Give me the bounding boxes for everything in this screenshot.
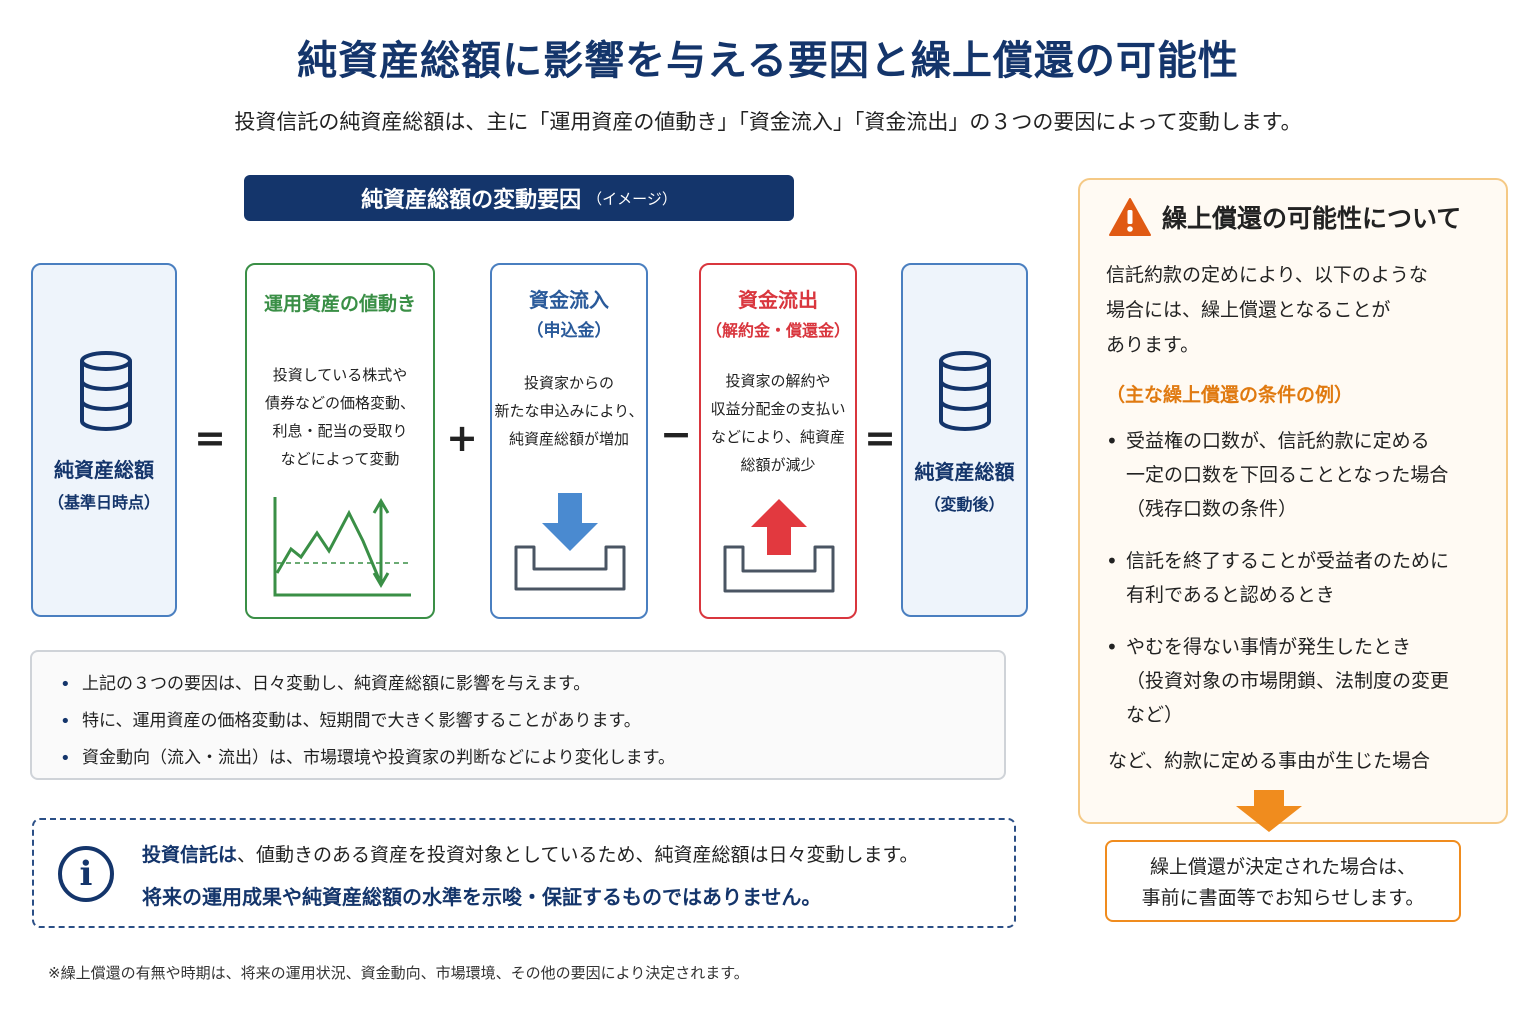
plus-operator: + bbox=[446, 416, 478, 460]
conditions-list: 受益権の口数が、信託約款に定める 一定の口数を下回ることとなった場合 （残存口数… bbox=[1106, 424, 1496, 750]
card-price-line: 利息・配当の受取り bbox=[272, 422, 408, 440]
card-after-title: 純資産総額 bbox=[914, 460, 1015, 484]
minus-operator: − bbox=[660, 412, 692, 456]
card-price-line: などによって変動 bbox=[280, 450, 400, 468]
up-arrow-tray-icon bbox=[723, 499, 835, 593]
condition-item: やむを得ない事情が発生したとき （投資対象の市場閉鎖、法制度の変更 など） bbox=[1106, 630, 1496, 732]
equals-operator: = bbox=[864, 416, 896, 460]
early-redemption-intro: 信託約款の定めにより、以下のような 場合には、繰上償還となることが あります。 bbox=[1106, 258, 1486, 363]
card-base-sub: （基準日時点） bbox=[47, 493, 160, 512]
card-price-line: 投資している株式や bbox=[272, 366, 408, 384]
condition-line: など） bbox=[1126, 704, 1184, 726]
condition-line: 一定の口数を下回ることとなった場合 bbox=[1126, 464, 1449, 486]
card-after-nav: 純資産総額 （変動後） bbox=[901, 263, 1028, 617]
section-title: 純資産総額の変動要因 bbox=[361, 188, 582, 213]
card-inflow-sub: （申込金） bbox=[526, 321, 612, 341]
card-outflow-sub: （解約金・償還金） bbox=[705, 321, 850, 340]
conditions-tail: など、約款に定める事由が生じた場合 bbox=[1108, 750, 1431, 772]
card-outflow-line: 総額が減少 bbox=[740, 456, 816, 474]
database-icon bbox=[80, 351, 132, 431]
card-outflow-title: 資金流出 bbox=[738, 288, 818, 312]
card-price-text: 投資している株式や 債券などの価格変動、 利息・配当の受取り などによって変動 bbox=[247, 361, 433, 473]
card-outflow: 資金流出 （解約金・償還金） 投資家の解約や 収益分配金の支払い などにより、純… bbox=[699, 263, 857, 619]
intro-line: 信託約款の定めにより、以下のような bbox=[1106, 264, 1428, 286]
early-redemption-result: 繰上償還が決定された場合は、 事前に書面等でお知らせします。 bbox=[1105, 840, 1461, 922]
down-arrow-icon bbox=[1236, 790, 1302, 832]
database-icon bbox=[939, 351, 991, 431]
condition-item: 信託を終了することが受益者のために 有利であると認めるとき bbox=[1106, 544, 1496, 612]
down-arrow-tray-icon bbox=[514, 493, 626, 591]
card-price-movement: 運用資産の値動き 投資している株式や 債券などの価格変動、 利息・配当の受取り … bbox=[245, 263, 435, 619]
note-item: 上記の３つの要因は、日々変動し、純資産総額に影響を与えます。 bbox=[60, 666, 1004, 703]
card-outflow-line: 収益分配金の支払い bbox=[710, 400, 846, 418]
condition-line: 信託を終了することが受益者のために bbox=[1126, 550, 1450, 572]
condition-line: やむを得ない事情が発生したとき bbox=[1126, 636, 1412, 658]
section-banner: 純資産総額の変動要因 （イメージ） bbox=[244, 175, 794, 221]
note-item: 資金動向（流入・流出）は、市場環境や投資家の判断などにより変化します。 bbox=[60, 740, 1004, 777]
card-inflow-line: 投資家からの bbox=[523, 374, 614, 392]
note-item: 特に、運用資産の価格変動は、短期間で大きく影響することがあります。 bbox=[60, 703, 1004, 740]
page-subtitle: 投資信託の純資産総額は、主に「運用資産の値動き」「資金流入」「資金流出」の３つの… bbox=[234, 110, 1302, 134]
intro-line: あります。 bbox=[1106, 334, 1200, 356]
condition-line: 受益権の口数が、信託約款に定める bbox=[1126, 430, 1430, 452]
info-line2: 将来の運用成果や純資産総額の水準を示唆・保証するものではありません。 bbox=[142, 885, 822, 909]
equals-operator: = bbox=[194, 416, 226, 460]
card-base-title: 純資産総額 bbox=[54, 458, 154, 482]
early-redemption-title: 繰上償還の可能性について bbox=[1162, 204, 1462, 233]
section-note: （イメージ） bbox=[587, 189, 677, 208]
info-box bbox=[32, 818, 1016, 928]
card-inflow-title: 資金流入 bbox=[529, 288, 609, 312]
condition-item: 受益権の口数が、信託約款に定める 一定の口数を下回ることとなった場合 （残存口数… bbox=[1106, 424, 1496, 526]
result-line: 繰上償還が決定された場合は、 bbox=[1149, 856, 1416, 878]
conditions-title: （主な繰上償還の条件の例） bbox=[1106, 384, 1354, 406]
result-line: 事前に書面等でお知らせします。 bbox=[1141, 887, 1425, 909]
card-base-nav: 純資産総額 （基準日時点） bbox=[31, 263, 177, 617]
condition-line: （投資対象の市場閉鎖、法制度の変更 bbox=[1126, 670, 1450, 692]
page-title: 純資産総額に影響を与える要因と繰上償還の可能性 bbox=[297, 38, 1239, 84]
card-price-title: 運用資産の値動き bbox=[263, 293, 416, 315]
early-redemption-header: 繰上償還の可能性について bbox=[1108, 195, 1461, 239]
card-inflow: 資金流入 （申込金） 投資家からの 新たな申込みにより、 純資産総額が増加 bbox=[490, 263, 648, 619]
card-outflow-line: 投資家の解約や bbox=[725, 372, 831, 390]
condition-line: （残存口数の条件） bbox=[1126, 498, 1298, 520]
card-outflow-text: 投資家の解約や 収益分配金の支払い などにより、純資産 総額が減少 bbox=[701, 367, 855, 479]
info-icon: i bbox=[58, 846, 114, 902]
card-inflow-line: 純資産総額が増加 bbox=[508, 430, 629, 448]
card-after-sub: （変動後） bbox=[924, 495, 1005, 514]
info-line1: 投資信託は、値動きのある資産を投資対象としているため、純資産総額は日々変動します… bbox=[142, 840, 919, 867]
footnote: ※繰上償還の有無や時期は、将来の運用状況、資金動向、市場環境、その他の要因により… bbox=[48, 964, 749, 982]
notes-box: 上記の３つの要因は、日々変動し、純資産総額に影響を与えます。 特に、運用資産の価… bbox=[30, 650, 1006, 780]
price-chart-icon bbox=[273, 497, 411, 597]
condition-line: 有利であると認めるとき bbox=[1126, 584, 1335, 606]
card-inflow-line: 新たな申込みにより、 bbox=[494, 402, 644, 420]
card-inflow-text: 投資家からの 新たな申込みにより、 純資産総額が増加 bbox=[492, 369, 646, 453]
intro-line: 場合には、繰上償還となることが bbox=[1106, 299, 1391, 321]
info-line1-rest: 、値動きのある資産を投資対象としているため、純資産総額は日々変動します。 bbox=[237, 844, 919, 866]
card-outflow-line: などにより、純資産 bbox=[710, 428, 846, 446]
card-price-line: 債券などの価格変動、 bbox=[264, 394, 415, 412]
warning-icon bbox=[1109, 198, 1151, 236]
info-highlight: 投資信託は bbox=[142, 844, 238, 866]
